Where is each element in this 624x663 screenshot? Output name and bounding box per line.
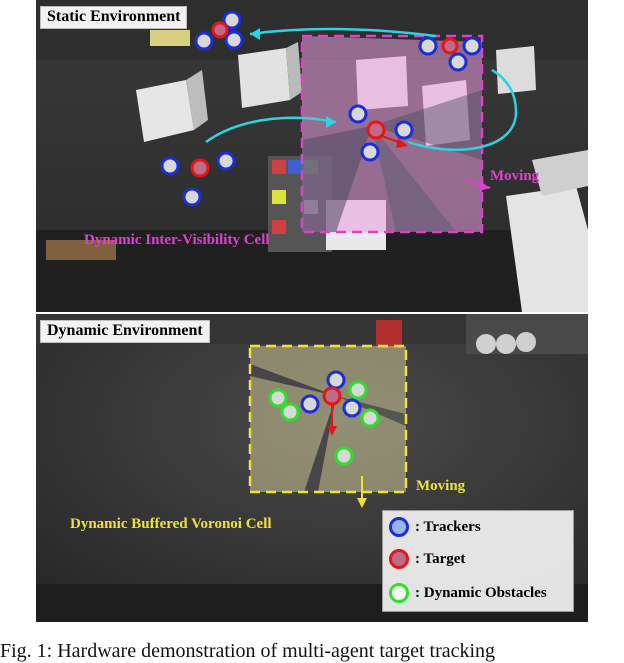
tracker-marker-icon bbox=[389, 517, 409, 537]
legend: : Trackers : Target : Dynamic Obstacles bbox=[382, 510, 574, 612]
static-environment-title: Static Environment bbox=[40, 6, 188, 29]
inter-visibility-cell-label: Dynamic Inter-Visibility Cell bbox=[84, 232, 270, 248]
figure-caption: Fig. 1: Hardware demonstration of multi-… bbox=[0, 640, 496, 662]
legend-label-trackers: : Trackers bbox=[415, 518, 481, 535]
legend-item-trackers: : Trackers bbox=[389, 517, 481, 537]
static-environment-panel: Static Environment Dynamic Inter-Visibil… bbox=[36, 0, 588, 312]
legend-item-target: : Target bbox=[389, 549, 465, 569]
bottom-moving-label: Moving bbox=[416, 478, 466, 494]
dynamic-environment-panel: Dynamic Environment Dynamic Buffered Vor… bbox=[36, 314, 588, 622]
legend-item-obstacles: : Dynamic Obstacles bbox=[389, 583, 547, 603]
legend-label-obstacles: : Dynamic Obstacles bbox=[415, 584, 547, 601]
obstacle-marker-icon bbox=[389, 583, 409, 603]
legend-label-target: : Target bbox=[415, 550, 466, 567]
target-marker-icon bbox=[389, 549, 409, 569]
dynamic-environment-title: Dynamic Environment bbox=[40, 320, 210, 343]
buffered-voronoi-cell-label: Dynamic Buffered Voronoi Cell bbox=[70, 516, 272, 532]
figure: Static Environment Dynamic Inter-Visibil… bbox=[36, 0, 588, 622]
top-moving-label: Moving bbox=[490, 168, 540, 184]
